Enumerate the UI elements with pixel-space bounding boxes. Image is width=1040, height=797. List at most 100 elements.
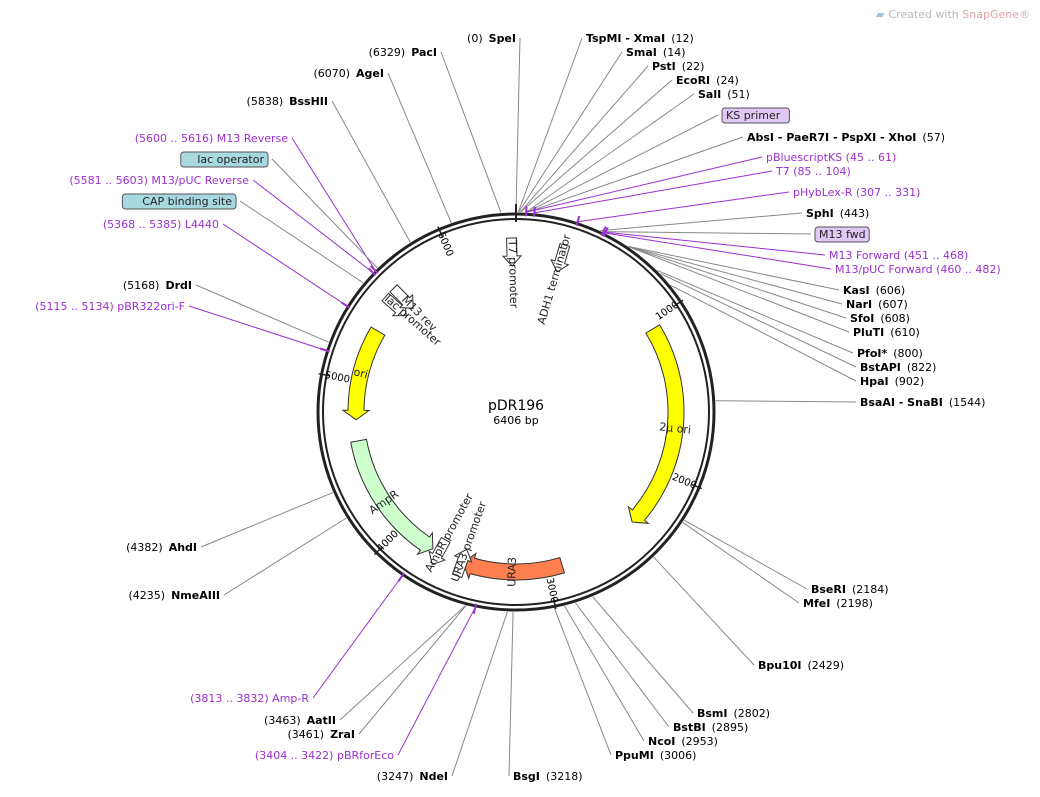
leader-line bbox=[223, 517, 347, 596]
site-position: (2184) bbox=[852, 583, 889, 596]
site-name: BsaAI - SnaBI bbox=[860, 396, 943, 409]
primer-label: (3813 .. 3832) Amp-R bbox=[190, 692, 309, 705]
primer-mark bbox=[533, 206, 536, 217]
site-label: EcoRI(24) bbox=[676, 74, 739, 87]
site-label: KasI (606) bbox=[843, 284, 905, 297]
leader-line bbox=[564, 605, 645, 742]
promoter-label-adh1-terminator: ADH1 terminator bbox=[535, 232, 574, 326]
promoter-m13-rev bbox=[389, 284, 414, 309]
tick-mark bbox=[318, 372, 330, 377]
feature-box bbox=[814, 226, 870, 243]
site-position: (6070) bbox=[313, 67, 350, 80]
site-label: PstI(22) bbox=[652, 60, 704, 73]
leader-line bbox=[602, 231, 812, 235]
site-position: (800) bbox=[893, 347, 923, 360]
site-label: PfoI*(800) bbox=[857, 347, 923, 360]
site-name: BstBI bbox=[673, 721, 706, 734]
site-name: AhdI bbox=[169, 541, 197, 554]
site-label: BsgI(3218) bbox=[513, 770, 582, 783]
primer-label: (5368 .. 5385) L4440 bbox=[103, 218, 219, 231]
site-position: (57) bbox=[922, 131, 945, 144]
leader-line bbox=[627, 245, 840, 291]
primer-label: pBluescriptKS (45 .. 61) bbox=[766, 151, 896, 164]
site-position: (14) bbox=[663, 46, 686, 59]
site-position: (607) bbox=[878, 298, 908, 311]
tick-label: 3000 bbox=[544, 577, 560, 604]
primer-label: M13 Forward (451 .. 468) bbox=[829, 249, 968, 262]
leader-line bbox=[518, 51, 623, 213]
leader-line bbox=[520, 79, 673, 213]
leader-line bbox=[519, 65, 649, 213]
leader-line bbox=[553, 608, 612, 756]
primer-mark bbox=[602, 227, 609, 237]
plasmid-name: pDR196 bbox=[488, 398, 544, 414]
site-position: (6329) bbox=[369, 46, 406, 59]
site-label: (0)SpeI bbox=[467, 32, 516, 45]
site-position: (2895) bbox=[712, 721, 749, 734]
promoter-ura3-promoter bbox=[451, 548, 473, 579]
leader-line bbox=[387, 72, 452, 223]
site-name: PluTI bbox=[853, 326, 884, 339]
site-labels: TspMI - XmaI(12)SmaI (14)PstI(22)EcoRI(24… bbox=[35, 32, 1001, 783]
feature-box-label: CAP binding site bbox=[142, 195, 232, 208]
leader-line bbox=[600, 212, 803, 232]
site-position: (822) bbox=[907, 361, 937, 374]
promoter-label-t7-promoter: T7 promoter bbox=[506, 239, 521, 309]
site-label: SfoI (608) bbox=[850, 312, 910, 325]
site-label: (3463)AatII bbox=[264, 714, 336, 727]
site-position: (4235) bbox=[129, 589, 166, 602]
site-name: TspMI - XmaI bbox=[586, 32, 665, 45]
primer-mark bbox=[340, 301, 351, 309]
tick-mark bbox=[373, 546, 383, 556]
site-name: Bpu10I bbox=[758, 659, 802, 672]
site-name: SfoI bbox=[850, 312, 874, 325]
primer-label: T7 (85 .. 104) bbox=[775, 165, 851, 178]
leader-line bbox=[534, 170, 773, 214]
leader-line bbox=[271, 158, 378, 269]
primer-label: M13/pUC Forward (460 .. 482) bbox=[835, 263, 1001, 276]
leader-line bbox=[291, 137, 376, 271]
tick-label: 4000 bbox=[375, 529, 401, 555]
leader-line bbox=[200, 492, 334, 548]
plasmid-size: 6406 bp bbox=[493, 414, 538, 427]
feature-label-ori: ori bbox=[352, 365, 369, 381]
snapgene-logo-icon: ▰ bbox=[875, 8, 885, 21]
tick-label: 2000 bbox=[670, 472, 698, 492]
leader-line bbox=[592, 596, 694, 714]
tick-mark bbox=[673, 299, 684, 307]
site-label: (6070)AgeI bbox=[313, 67, 384, 80]
site-position: (610) bbox=[890, 326, 920, 339]
leader-line bbox=[683, 519, 808, 590]
site-name: SpeI bbox=[489, 32, 516, 45]
tick-label: 6000 bbox=[435, 231, 455, 259]
promoter-arrow bbox=[389, 284, 414, 309]
site-position: (608) bbox=[880, 312, 910, 325]
site-name: HpaI bbox=[860, 375, 889, 388]
site-position: (4382) bbox=[126, 541, 163, 554]
site-label: PluTI (610) bbox=[853, 326, 920, 339]
leader-line bbox=[517, 37, 583, 213]
feature-label-ura3: URA3 bbox=[505, 557, 519, 587]
primer-mark bbox=[319, 347, 330, 353]
feature-label-2-ori: 2μ ori bbox=[659, 420, 692, 436]
site-label: (4382) AhdI bbox=[126, 541, 197, 554]
primer-label: (5581 .. 5603) M13/pUC Reverse bbox=[69, 174, 249, 187]
label-leaders bbox=[188, 37, 857, 777]
leader-line bbox=[575, 602, 670, 728]
site-name: NarI bbox=[846, 298, 872, 311]
feature-box bbox=[121, 193, 237, 210]
leader-line bbox=[525, 93, 695, 213]
feature-box bbox=[180, 151, 269, 168]
site-position: (606) bbox=[876, 284, 906, 297]
site-name: SmaI bbox=[626, 46, 657, 59]
site-name: KasI bbox=[843, 284, 870, 297]
leader-line bbox=[239, 200, 364, 284]
site-position: (3247) bbox=[377, 770, 414, 783]
site-name: BstAPI bbox=[860, 361, 901, 374]
leader-line bbox=[657, 270, 854, 354]
primer-mark bbox=[600, 226, 607, 237]
site-position: (5168) bbox=[123, 279, 160, 292]
site-label: TspMI - XmaI(12) bbox=[586, 32, 694, 45]
promoter-arrow bbox=[501, 237, 523, 267]
promoter-t7-promoter bbox=[501, 237, 523, 267]
